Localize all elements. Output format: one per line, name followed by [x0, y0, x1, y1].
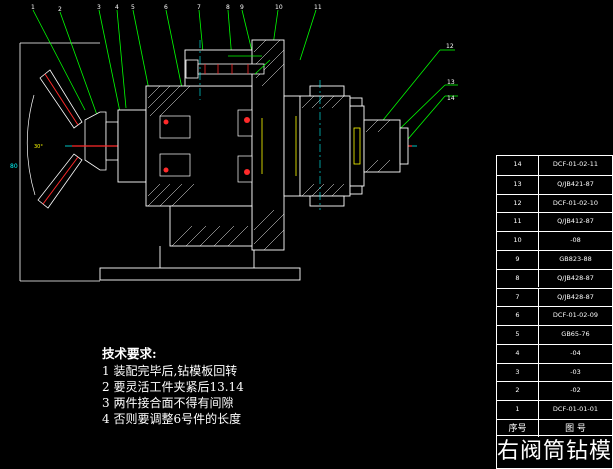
balloon-7: 7: [197, 4, 201, 11]
yellow-accents: [261, 116, 361, 176]
dimension-label: 80: [10, 163, 18, 170]
top-bolt: [185, 59, 265, 79]
bearings: [159, 109, 253, 183]
header-no: 序号: [497, 420, 539, 437]
balloon-4: 4: [115, 4, 119, 11]
note-item-4: 4 否则要调整6号件的长度: [102, 412, 242, 426]
clamp-body: [283, 85, 409, 207]
note-item-1: 1 装配完毕后,钻模板回转: [102, 364, 238, 378]
balloon-11: 11: [314, 4, 322, 11]
parts-row: 10-08: [497, 231, 612, 250]
balloon-5: 5: [131, 4, 135, 11]
balloon-9: 9: [240, 4, 244, 11]
clamp-hatching: [301, 95, 391, 197]
main-housing: [99, 39, 301, 281]
balloon-12: 12: [446, 43, 454, 50]
vertical-centerlines: [199, 40, 321, 210]
balloon-numbers: 1 2 3 4 5 6 7 8 9 10 11 12 13 14: [31, 4, 455, 102]
balloon-1: 1: [31, 4, 35, 11]
handle-arms: [26, 69, 83, 209]
technical-notes: 技术要求: 1 装配完毕后,钻模板回转 2 要灵活工件夹紧后13.14 3 两件…: [102, 346, 244, 427]
balloon-6: 6: [164, 4, 168, 11]
drawing-title: 右阀筒钻模: [497, 435, 612, 468]
angle-label: 30°: [34, 144, 43, 150]
balloon-3: 3: [97, 4, 101, 11]
header-row: 序号 图 号: [497, 419, 612, 437]
balloon-2: 2: [58, 6, 62, 13]
balloon-8: 8: [226, 4, 230, 11]
parts-row: 2-02: [497, 381, 612, 401]
green-marks: [228, 55, 271, 75]
note-item-3: 3 两件接合面不得有间隙: [102, 396, 234, 410]
balloon-10: 10: [275, 4, 283, 11]
header-code: 图 号: [565, 424, 586, 434]
hand-knob: [84, 111, 119, 171]
parts-row: 4-04: [497, 343, 612, 363]
hatching: [147, 39, 285, 251]
parts-row: 3-03: [497, 362, 612, 382]
balloon-13: 13: [447, 79, 455, 86]
note-item-2: 2 要灵活工件夹紧后13.14: [102, 380, 244, 394]
dimension-frame: [19, 42, 100, 282]
notes-title: 技术要求:: [102, 346, 157, 361]
balloon-14: 14: [447, 95, 455, 102]
